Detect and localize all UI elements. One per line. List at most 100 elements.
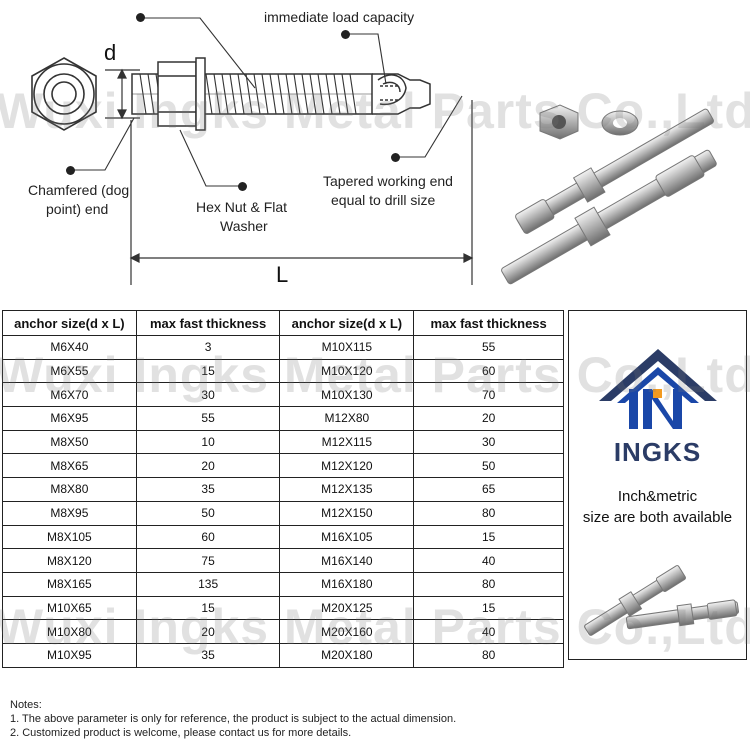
table-cell: M8X120 [2, 548, 137, 573]
header-anchor-size: anchor size(d x L) [279, 310, 415, 336]
spec-table: anchor size(d x L) max fast thickness an… [2, 310, 564, 668]
table-cell: 135 [135, 571, 281, 597]
notes-line-2: 2. Customized product is welcome, please… [10, 727, 352, 739]
label-L: L [276, 262, 289, 287]
table-cell: M16X105 [279, 524, 415, 550]
table-cell: M20X180 [279, 642, 415, 668]
label-d: d [104, 40, 117, 65]
table-cell: M6X95 [2, 406, 137, 431]
table-cell: 50 [135, 500, 281, 526]
table-cell: M8X80 [2, 477, 137, 502]
table-cell: M10X80 [2, 619, 137, 644]
table-cell: M6X55 [2, 358, 137, 384]
table-cell: M8X50 [2, 429, 137, 455]
header-max-fast-thickness: max fast thickness [413, 310, 564, 336]
table-cell: 60 [413, 358, 564, 384]
table-cell: M12X115 [279, 429, 415, 455]
brand-tagline-2: size are both available [582, 509, 733, 526]
callout-leaders [70, 17, 463, 187]
table-cell: M12X80 [279, 406, 415, 431]
table-cell: M10X120 [279, 358, 415, 384]
callout-dot [66, 166, 75, 175]
table-cell: M12X120 [279, 453, 415, 479]
table-cell: 10 [135, 429, 281, 455]
table-cell: 50 [413, 453, 564, 479]
table-cell: 40 [413, 548, 564, 573]
brand-panel: INGKS Inch&metric size are both availabl… [568, 310, 747, 660]
table-cell: 80 [413, 642, 564, 668]
notes-line-1: 1. The above parameter is only for refer… [10, 713, 457, 725]
notes: Notes: 1. The above parameter is only fo… [10, 698, 456, 740]
header-anchor-size: anchor size(d x L) [2, 310, 137, 336]
product-photo-anchor-set [584, 565, 739, 636]
d-dimension [105, 68, 140, 120]
table-cell: 20 [135, 619, 281, 644]
anchor-bolt-side-view [131, 57, 431, 131]
table-cell: M6X40 [2, 335, 137, 360]
table-cell: M8X65 [2, 453, 137, 479]
brand-name: INGKS [613, 437, 702, 467]
table-cell: 3 [135, 335, 281, 360]
table-cell: 65 [413, 477, 564, 502]
table-cell: M6X70 [2, 382, 137, 408]
table-cell: 70 [413, 382, 564, 408]
hex-nut-end-view [31, 57, 97, 131]
L-dimension [129, 100, 474, 285]
table-header-row: anchor size(d x L) max fast thickness an… [2, 310, 564, 336]
table-cell: 55 [413, 335, 564, 360]
table-cell: 35 [135, 477, 281, 502]
brand-tagline-1: Inch&metric [617, 488, 698, 505]
table-cell: 30 [135, 382, 281, 408]
table-cell: M10X115 [279, 335, 415, 360]
callout-hexnut-1: Hex Nut & Flat [196, 199, 288, 215]
table-cell: M10X130 [279, 382, 415, 408]
product-photo-anchor-bolts [501, 104, 717, 285]
table-cell: 80 [413, 500, 564, 526]
table-cell: 75 [135, 548, 281, 573]
table-cell: M12X135 [279, 477, 415, 502]
table-cell: M10X65 [2, 595, 137, 621]
callout-hexnut-2: Washer [220, 218, 268, 234]
table-cell: 15 [135, 358, 281, 384]
callout-immediate-load: immediate load capacity [264, 9, 415, 25]
table-cell: M8X95 [2, 500, 137, 526]
table-cell: M20X160 [279, 619, 415, 644]
table-cell: 15 [413, 595, 564, 621]
callout-tapered-2: equal to drill size [331, 192, 436, 208]
table-cell: M20X125 [279, 595, 415, 621]
table-cell: M12X150 [279, 500, 415, 526]
notes-title: Notes: [10, 699, 42, 711]
callout-dot [238, 182, 247, 191]
table-cell: 20 [135, 453, 281, 479]
ingks-logo-mark [599, 349, 717, 429]
table-cell: 40 [413, 619, 564, 644]
table-cell: 15 [413, 524, 564, 550]
table-cell: 30 [413, 429, 564, 455]
callout-chamfered-2: point) end [46, 201, 109, 217]
table-cell: 80 [413, 571, 564, 597]
table-cell: M16X140 [279, 548, 415, 573]
callout-tapered-1: Tapered working end [323, 173, 453, 189]
table-cell: 60 [135, 524, 281, 550]
table-cell: M16X180 [279, 571, 415, 597]
header-max-fast-thickness: max fast thickness [135, 310, 281, 336]
table-cell: 20 [413, 406, 564, 431]
table-cell: 35 [135, 642, 281, 668]
anchor-diagram-drawing [31, 17, 474, 285]
table-cell: 15 [135, 595, 281, 621]
table-cell: M8X165 [2, 571, 137, 597]
callout-dot [391, 153, 400, 162]
table-cell: 55 [135, 406, 281, 431]
